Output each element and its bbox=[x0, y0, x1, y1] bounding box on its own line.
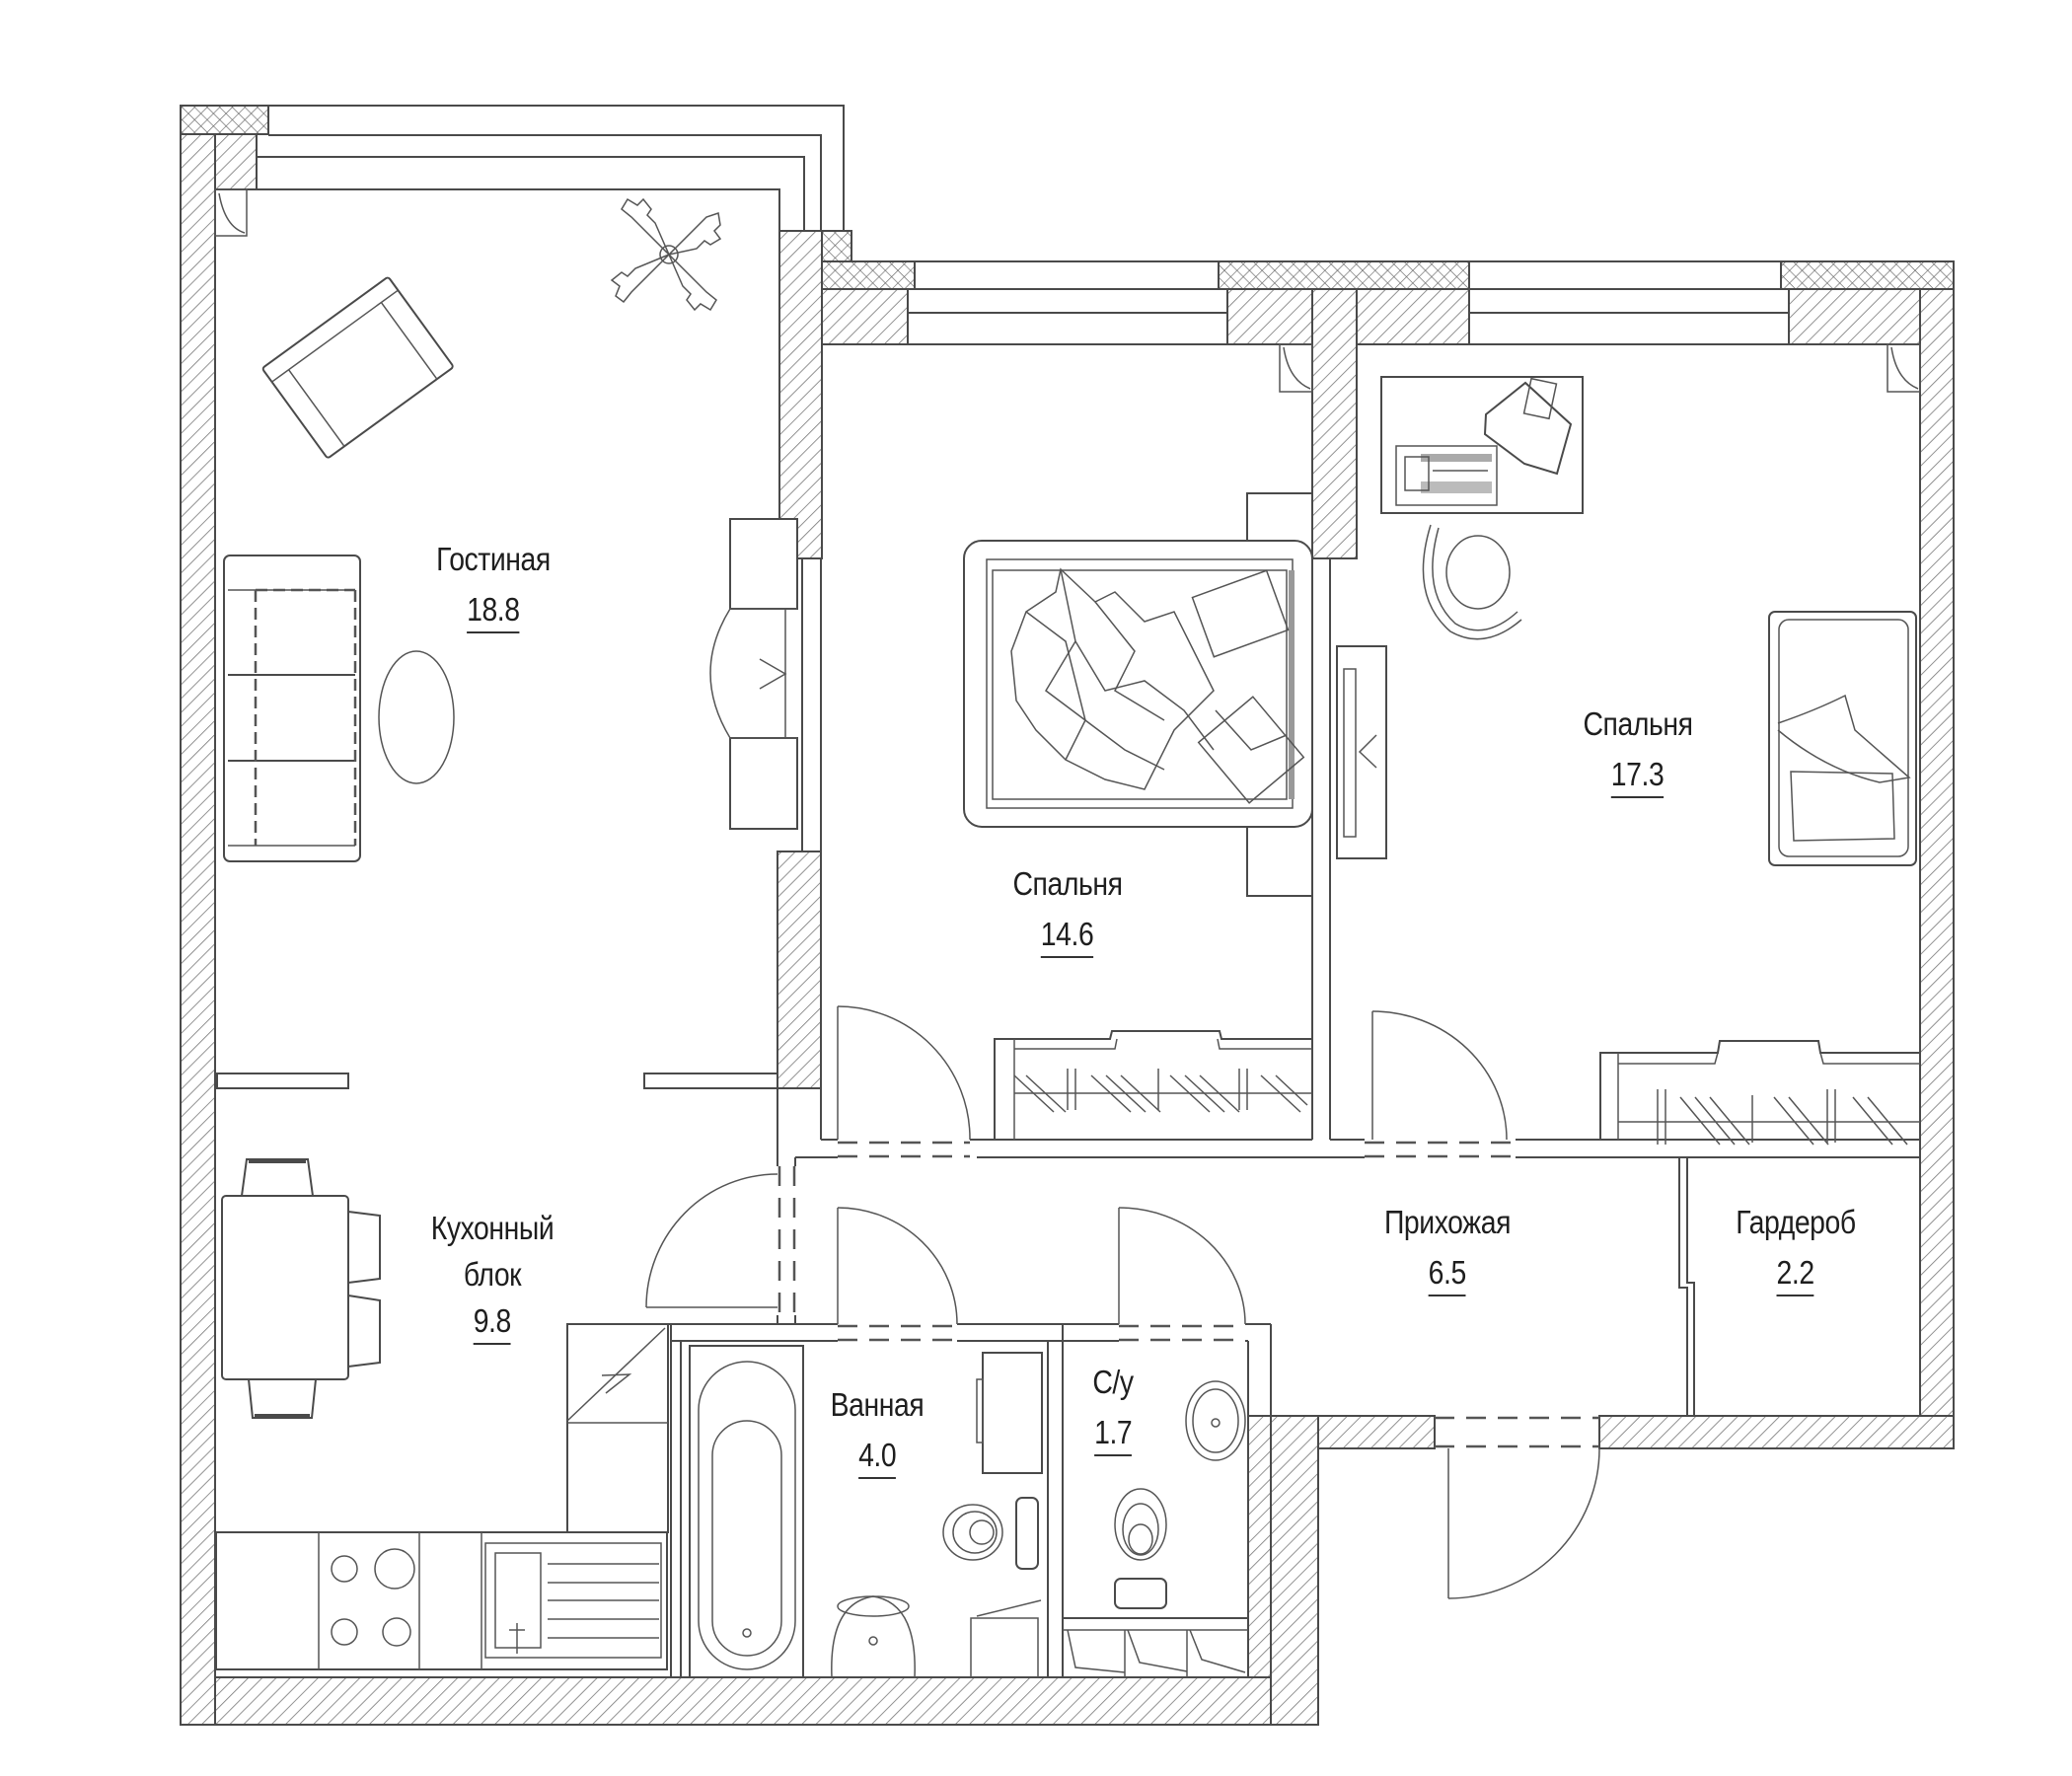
doors bbox=[645, 1005, 1600, 1599]
room-area: 2.2 bbox=[1776, 1256, 1815, 1296]
desk bbox=[1380, 376, 1584, 514]
room-area: 4.0 bbox=[857, 1439, 897, 1479]
bedroom1-furniture bbox=[963, 492, 1313, 1140]
room-name-line1: Кухонный bbox=[430, 1210, 555, 1246]
room-label-wc: С/у 1.7 bbox=[1089, 1366, 1137, 1456]
single-bed bbox=[1768, 611, 1917, 866]
room-label-living: Гостиная 18.8 bbox=[427, 543, 560, 633]
room-name-line2: блок bbox=[463, 1256, 522, 1293]
bedroom2-furniture bbox=[1336, 376, 1920, 1146]
dining-table bbox=[221, 1158, 381, 1419]
room-label-bedroom2: Спальня 17.3 bbox=[1574, 707, 1701, 798]
armchair bbox=[261, 276, 454, 459]
room-name: Спальня bbox=[1583, 705, 1693, 742]
sink-wc bbox=[1185, 1380, 1246, 1461]
kitchen-furniture bbox=[215, 1158, 669, 1670]
sink-bathroom bbox=[831, 1595, 916, 1678]
room-name: Гардероб bbox=[1736, 1204, 1856, 1240]
bathtub bbox=[689, 1345, 804, 1678]
room-area: 18.8 bbox=[467, 593, 520, 633]
room-label-kitchen: Кухонный блок 9.8 bbox=[421, 1212, 564, 1345]
wc-cabinets bbox=[1062, 1617, 1249, 1678]
room-label-bedroom1: Спальня 14.6 bbox=[1003, 867, 1131, 958]
fridge bbox=[566, 1323, 669, 1533]
wardrobe-bedroom1 bbox=[994, 1030, 1312, 1140]
room-name: Гостиная bbox=[436, 541, 551, 577]
double-bed bbox=[963, 540, 1313, 828]
tv-stand bbox=[709, 518, 798, 830]
kitchen-counter bbox=[215, 1531, 668, 1670]
interior-walls bbox=[216, 558, 1920, 1677]
exterior-walls bbox=[180, 105, 1955, 1726]
room-name: С/у bbox=[1092, 1364, 1134, 1400]
wc-fixtures bbox=[1062, 1380, 1249, 1678]
ventilation-shafts bbox=[214, 188, 1921, 393]
desk-chair bbox=[1422, 524, 1522, 640]
room-label-wardrobe: Гардероб 2.2 bbox=[1726, 1206, 1865, 1296]
room-area: 9.8 bbox=[473, 1304, 512, 1345]
room-name: Прихожая bbox=[1383, 1204, 1512, 1240]
plant bbox=[610, 197, 722, 312]
room-label-hallway: Прихожая 6.5 bbox=[1374, 1206, 1521, 1296]
room-area: 1.7 bbox=[1093, 1416, 1133, 1456]
tv-unit bbox=[1336, 645, 1387, 859]
toilet-bathroom bbox=[942, 1497, 1039, 1570]
room-area: 6.5 bbox=[1428, 1256, 1467, 1296]
room-name: Ванная bbox=[830, 1386, 925, 1423]
room-area: 14.6 bbox=[1041, 918, 1094, 958]
living-room-furniture bbox=[223, 197, 798, 862]
sofa bbox=[223, 555, 361, 862]
toilet-wc bbox=[1114, 1488, 1167, 1609]
washing-machine bbox=[976, 1352, 1043, 1474]
room-label-bathroom: Ванная 4.0 bbox=[823, 1388, 931, 1479]
bathroom-fixtures bbox=[689, 1345, 1043, 1678]
coffee-table bbox=[378, 650, 455, 784]
room-name: Спальня bbox=[1012, 865, 1123, 902]
wardrobe-bedroom2 bbox=[1599, 1040, 1920, 1146]
room-area: 17.3 bbox=[1611, 758, 1665, 798]
windows bbox=[257, 105, 1920, 345]
